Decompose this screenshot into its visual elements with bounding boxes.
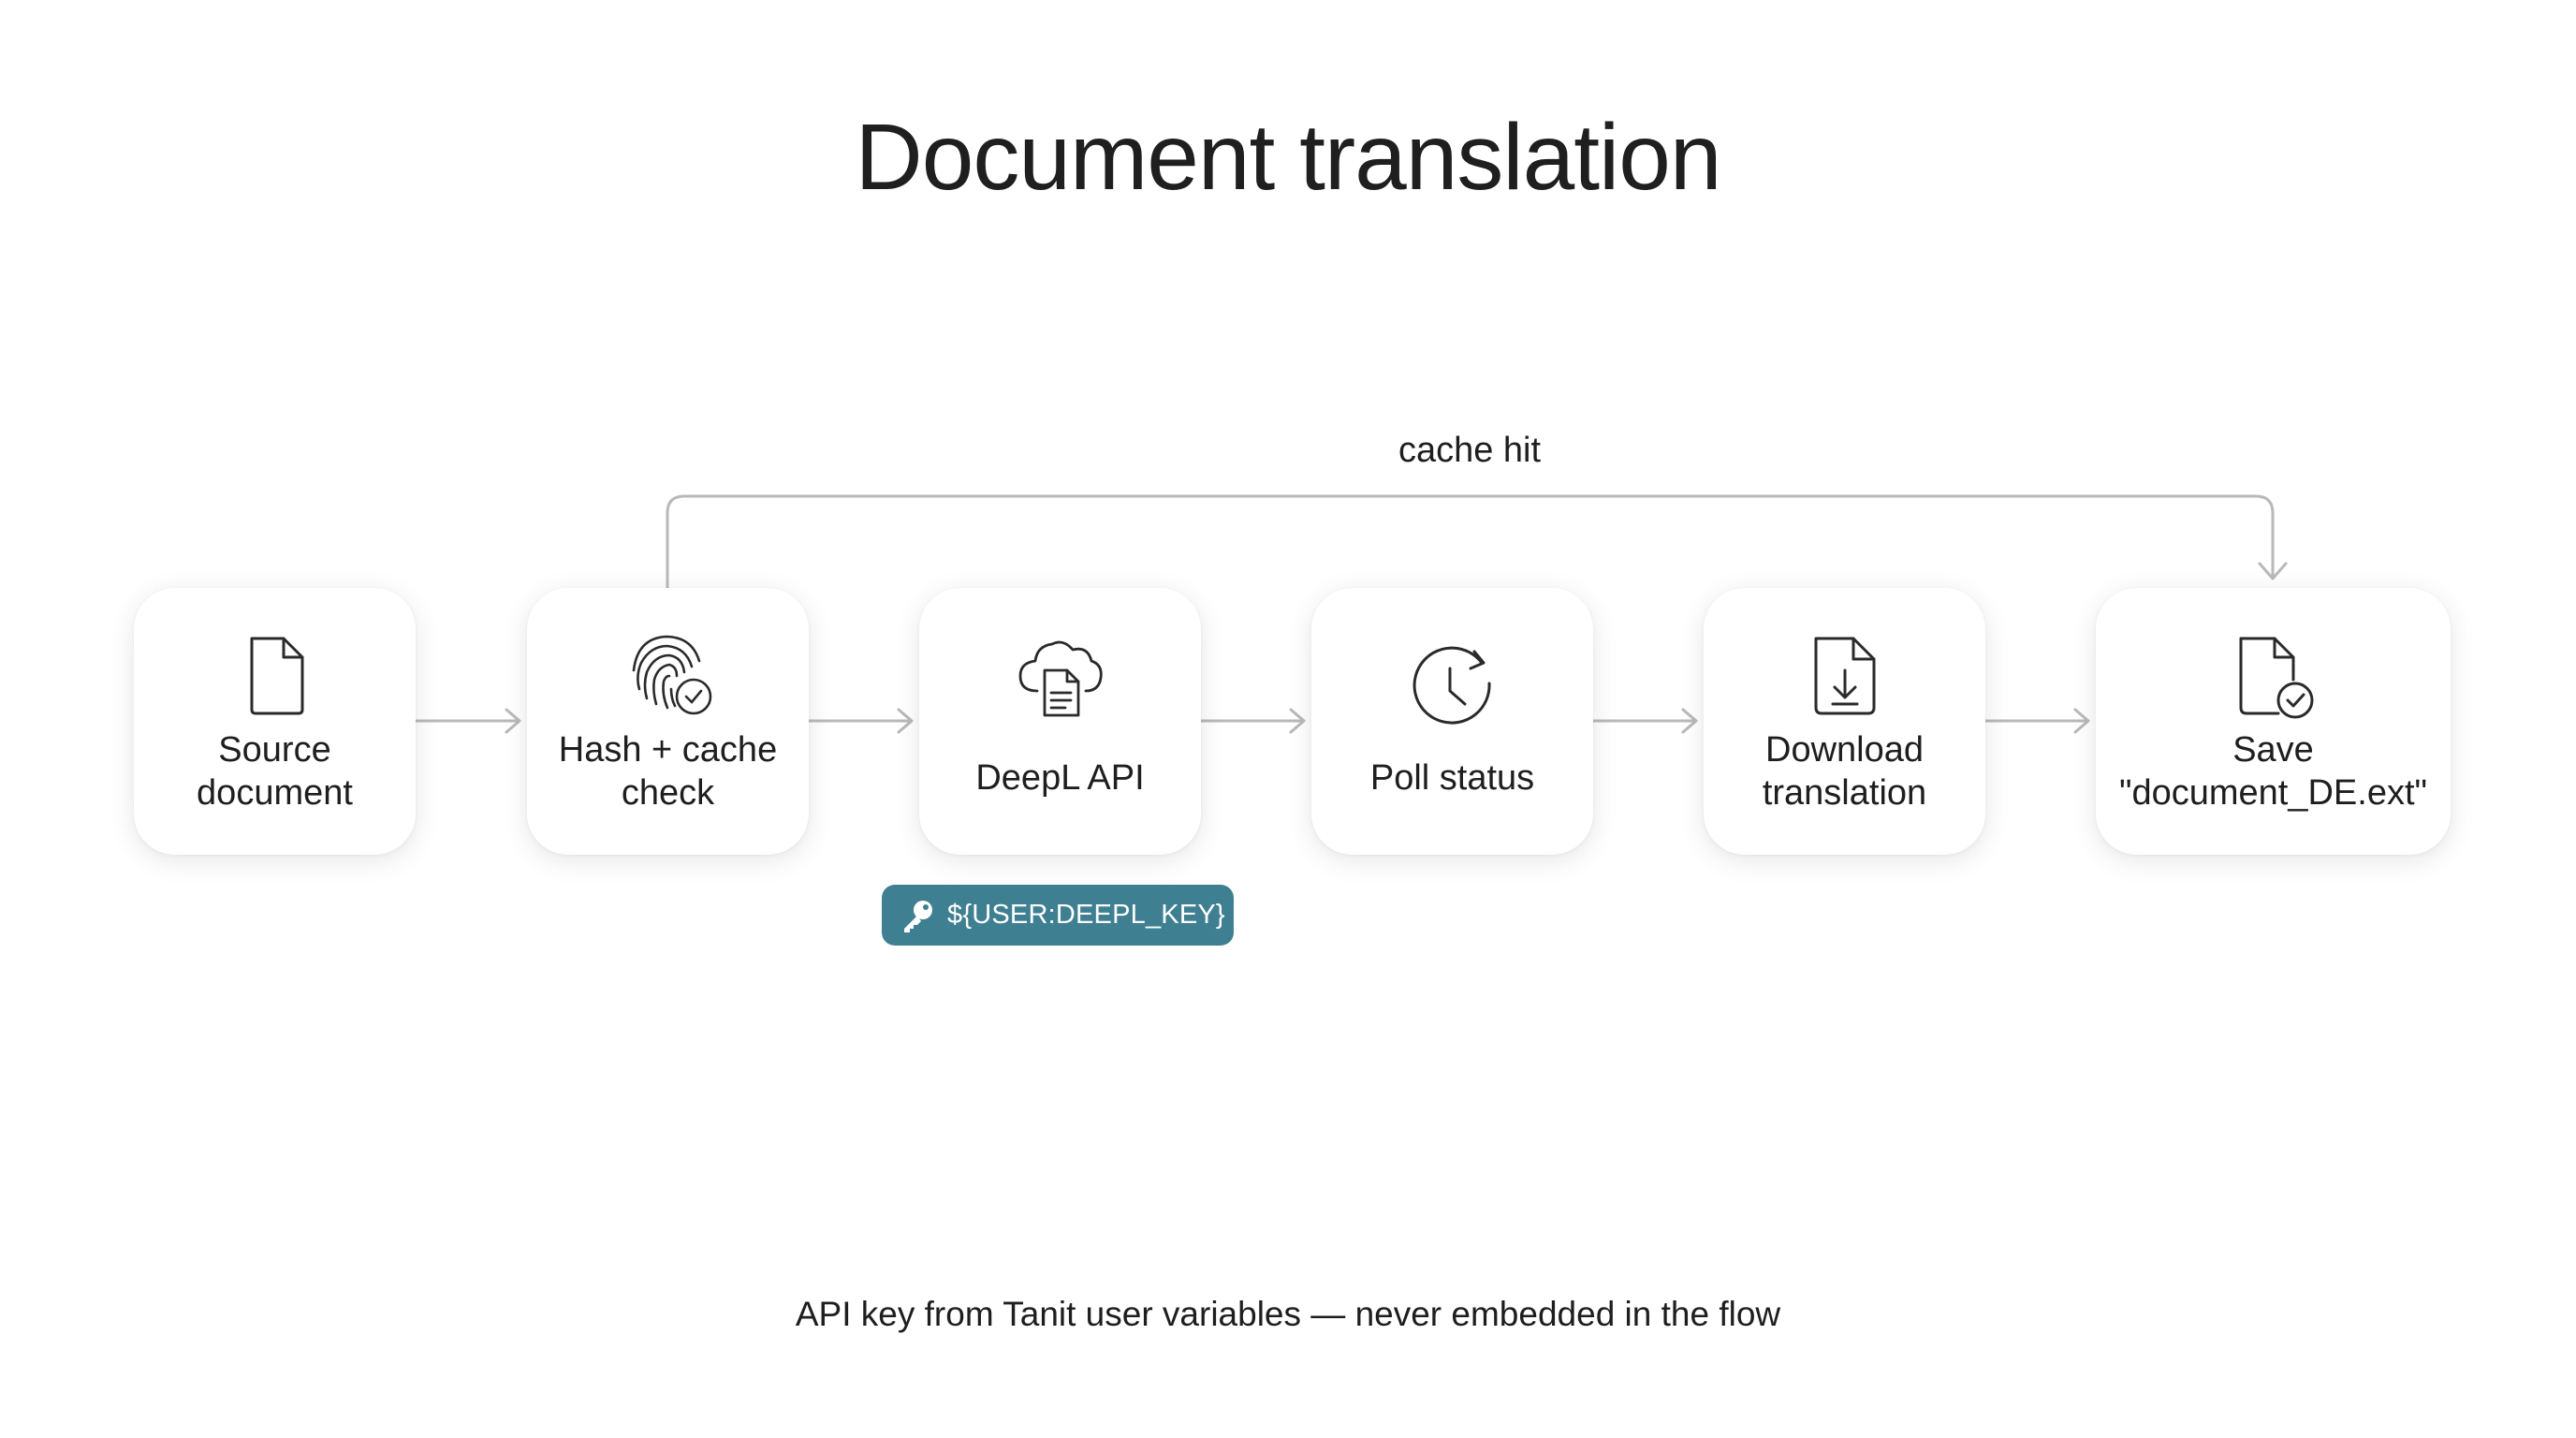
node-poll-status[interactable]: Poll status	[1311, 588, 1593, 855]
node-download-translation[interactable]: Download translation	[1704, 588, 1985, 855]
node-hash-cache-check[interactable]: Hash + cache check	[527, 588, 809, 855]
cache-hit-label: cache hit	[1398, 431, 1542, 470]
api-key-badge: ${USER:DEEPL_KEY}	[882, 885, 1234, 946]
node-label: DeepL API	[975, 758, 1145, 798]
cache-hit-connector	[666, 494, 2275, 590]
api-key-text: ${USER:DEEPL_KEY}	[947, 900, 1225, 930]
node-label: Download translation	[1762, 730, 1927, 813]
node-source-document[interactable]: Source document	[134, 588, 416, 855]
footnote: API key from Tanit user variables — neve…	[795, 1295, 1781, 1333]
node-label: Poll status	[1369, 758, 1535, 798]
node-deepl-api[interactable]: DeepL API	[919, 588, 1201, 855]
clock-refresh-icon	[1412, 646, 1491, 725]
node-label: Source document	[197, 730, 353, 813]
fingerprint-check-icon	[632, 635, 711, 715]
page-title: Document translation	[855, 105, 1722, 210]
document-icon	[250, 637, 303, 715]
node-save-document[interactable]: Save "document_DE.ext"	[2096, 588, 2451, 855]
cache-hit-arrowhead	[2258, 562, 2288, 580]
key-icon	[904, 900, 932, 932]
document-download-icon	[1814, 637, 1875, 715]
cloud-document-icon	[1018, 640, 1103, 717]
node-label: Hash + cache check	[558, 730, 778, 813]
document-check-icon	[2239, 637, 2313, 719]
node-label: Save "document_DE.ext"	[2118, 730, 2428, 813]
